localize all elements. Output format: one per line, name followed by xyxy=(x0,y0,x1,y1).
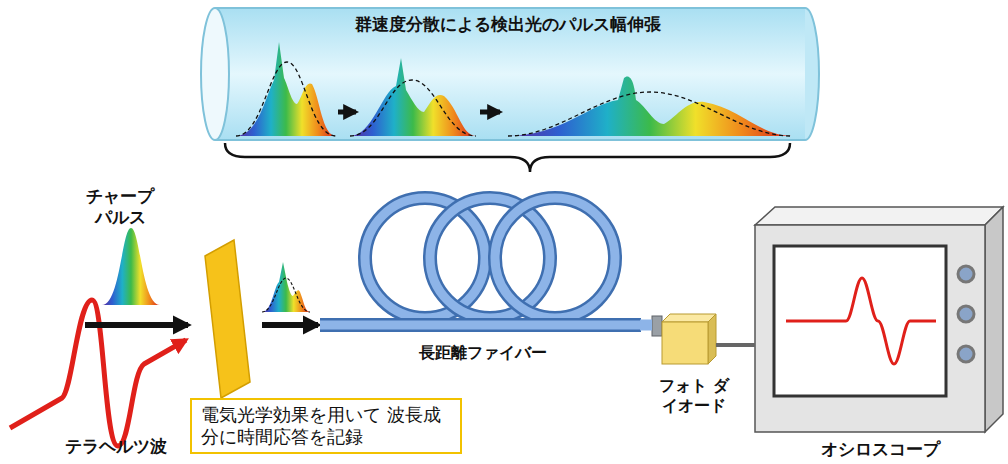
photodiode xyxy=(652,314,736,364)
node-text: 長距離ファイバー xyxy=(419,343,547,363)
fiber-loop xyxy=(495,198,615,318)
fiber-cylinder xyxy=(201,8,819,140)
arrow xyxy=(262,322,318,328)
note-box: 電気光学効果を用いて 波長成分に時間応答を記録 xyxy=(190,398,462,454)
cylinder-end xyxy=(201,8,229,140)
cable xyxy=(716,343,736,347)
eo-crystal xyxy=(205,240,250,398)
scope-screen xyxy=(774,246,946,396)
spectrum-pulse xyxy=(508,76,792,136)
photodiode-side xyxy=(708,314,716,364)
node-text: オシロスコープ xyxy=(821,439,940,460)
pulse-envelope xyxy=(236,62,336,136)
scope-front xyxy=(755,225,985,432)
spectrum-pulse xyxy=(236,42,336,136)
cylinder-body xyxy=(215,8,805,140)
brace xyxy=(225,143,790,172)
scope-side xyxy=(985,207,1003,432)
terahertz-label: テラヘルツ波 xyxy=(50,436,182,457)
arrow xyxy=(338,110,356,115)
photodiode-port xyxy=(652,316,662,336)
pulse-envelope xyxy=(508,92,792,136)
spectrum-pulse xyxy=(102,228,160,305)
chirp-pulse xyxy=(102,228,160,305)
pulse-stretch-illustration xyxy=(236,42,792,136)
fiber-coil xyxy=(320,198,641,325)
waveform xyxy=(786,278,936,364)
fiber-box: 長距離ファイバー xyxy=(325,195,640,365)
terahertz-wave xyxy=(10,300,186,446)
cylinder-end xyxy=(805,8,819,140)
knob xyxy=(958,266,974,282)
fiber-link xyxy=(640,320,652,331)
cylinder-edge xyxy=(215,139,805,141)
chirp-pulse-label: チャープ パルス xyxy=(78,186,162,229)
cylinder-heading-box: 群速度分散による検出光のパルス幅伸張 xyxy=(205,8,810,138)
oscilloscope xyxy=(755,207,1003,432)
fiber-tube xyxy=(320,321,641,330)
knob xyxy=(958,306,974,322)
node-text: 電気光学効果を用いて 波長成分に時間応答を記録 xyxy=(201,404,451,449)
scope-top xyxy=(755,207,1003,225)
pulse-envelope xyxy=(262,278,310,312)
pulse-envelope xyxy=(350,80,476,136)
arrow xyxy=(85,322,188,328)
cylinder-edge xyxy=(215,7,805,9)
fiber-tube xyxy=(320,318,641,332)
spectrum-pulse xyxy=(350,58,476,136)
photodiode-top xyxy=(662,314,716,322)
arrow xyxy=(480,110,500,115)
knob xyxy=(958,346,974,362)
fiber-loop xyxy=(495,198,615,318)
photodiode-box: フォト ダイオード xyxy=(652,316,736,416)
spectrum-pulse xyxy=(262,262,310,312)
node-text: フォト ダイオード xyxy=(652,376,736,416)
photodiode-body xyxy=(662,322,708,364)
modulated-pulse xyxy=(262,262,310,312)
oscilloscope-box: オシロスコープ xyxy=(755,205,1005,460)
signal-cable xyxy=(736,343,755,347)
node-text: 群速度分散による検出光のパルス幅伸張 xyxy=(355,14,661,35)
